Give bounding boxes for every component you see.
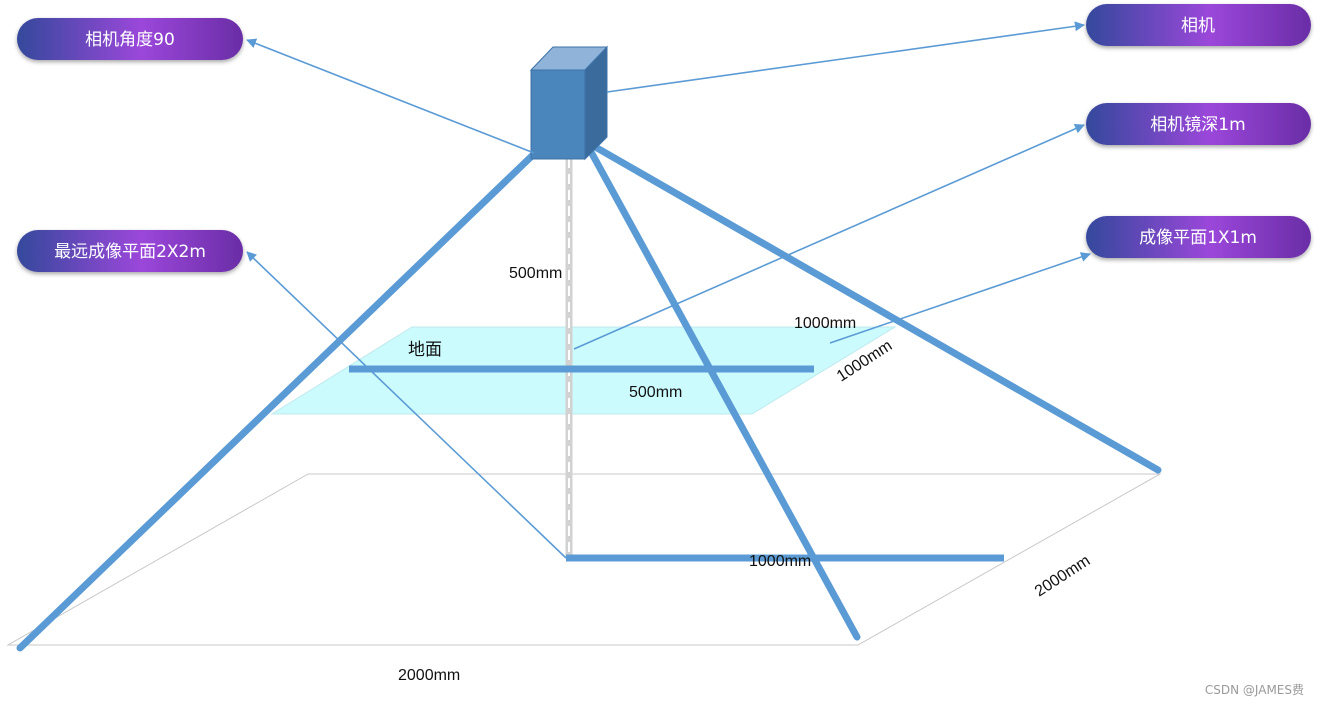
label-camera-depth-text: 相机镜深1m — [1150, 115, 1245, 135]
label-far-plane-text: 最远成像平面2X2m — [54, 242, 206, 262]
label-camera-depth-pill — [1086, 103, 1311, 145]
label-imaging-plane: 成像平面1X1m — [1086, 216, 1311, 258]
dim-height: 500mm — [509, 265, 562, 282]
arrow-camera — [606, 21, 1085, 93]
label-imaging-plane-pill — [1086, 216, 1311, 258]
label-camera-text: 相机 — [1181, 16, 1215, 36]
dim-far-depth: 2000mm — [1032, 552, 1093, 600]
arrow-camera-depth — [573, 124, 1085, 350]
label-camera-angle-pill — [17, 18, 243, 60]
label-camera: 相机 — [1086, 4, 1311, 46]
ground-label: 地面 — [408, 340, 442, 360]
watermark: CSDN @JAMES费 — [1205, 683, 1304, 697]
label-camera-depth: 相机镜深1m — [1086, 103, 1311, 145]
camera-cube-front — [530, 69, 586, 160]
label-far-plane-pill — [17, 230, 243, 272]
label-camera-angle: 相机角度90 — [17, 18, 243, 60]
camera-cube — [529, 45, 609, 161]
label-camera-pill — [1086, 4, 1311, 46]
beam-front — [586, 146, 861, 641]
dim-far-width: 2000mm — [398, 667, 460, 684]
arrow-camera-angle — [246, 38, 535, 154]
beam-right — [593, 144, 1162, 474]
arrow-far-plane — [246, 251, 567, 559]
label-far-plane: 最远成像平面2X2m — [17, 230, 243, 272]
dim-far-half: 1000mm — [749, 553, 811, 570]
beam-left — [16, 149, 539, 652]
label-imaging-plane-text: 成像平面1X1m — [1139, 228, 1257, 248]
far-plane-outline — [6, 473, 1162, 646]
dim-ground-half: 500mm — [629, 384, 682, 401]
arrow-imaging-plane — [829, 252, 1091, 344]
label-camera-angle-text: 相机角度90 — [85, 30, 175, 50]
dim-ground-width: 1000mm — [794, 315, 856, 332]
